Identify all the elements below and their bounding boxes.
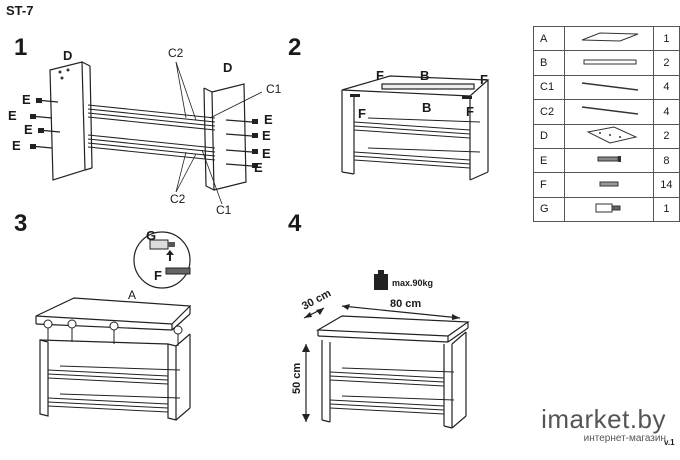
watermark: imarket.by интернет-магазин [541,404,666,444]
label-c1-top: C1 [266,82,282,96]
step-1-number: 1 [14,34,28,61]
parts-row-c1: C1 4 [532,74,680,101]
width-label: 80 cm [390,298,422,310]
parts-row-f: F 14 [532,172,680,198]
label-e-6: E [262,128,271,143]
model-code: ST-7 [6,3,34,18]
label-f-1: F [376,68,384,83]
step-2-diagram [341,75,490,181]
part-letter: C2 [532,99,566,125]
step-2-number: 2 [288,34,302,61]
step-3-number: 3 [14,210,28,237]
label-e-7: E [262,146,271,161]
side-panel-left [49,61,86,181]
part-qty: 4 [652,99,680,125]
part-letter: C1 [532,74,566,101]
label-f-2: F [480,72,488,87]
part-qty: 1 [652,196,680,223]
parts-row-b: B 2 [532,50,680,76]
step-1-diagram [29,61,263,205]
part-qty: 2 [652,123,680,149]
rod-icon [581,82,639,91]
max-load-label: max.90kg [392,278,434,288]
label-b-1: B [420,68,430,83]
label-c2-bottom: C2 [170,192,186,206]
label-e-2: E [8,108,17,123]
part-qty: 2 [652,50,680,76]
key-icon [595,203,621,213]
parts-row-c2: C2 4 [532,99,680,125]
side-panel-icon [586,126,638,144]
label-e-4: E [12,138,21,153]
weight-icon [374,274,388,290]
label-f-3: F [358,106,366,121]
watermark-sub: интернет-магазин [583,433,666,444]
part-letter: D [532,123,566,149]
height-label: 50 cm [291,362,303,394]
label-a: A [128,288,137,302]
step-3-diagram [35,231,192,421]
rod-icon [581,106,639,116]
label-f-4: F [466,104,474,119]
panel-icon [581,32,639,42]
label-g: G [146,228,157,243]
label-c1-bottom: C1 [216,203,232,217]
label-e-8: E [254,160,263,175]
screw-icon [597,156,621,163]
part-letter: E [532,147,566,174]
watermark-main: imarket.by [541,404,666,434]
label-e-3: E [24,122,33,137]
top-panel-a [35,297,192,325]
label-d-right: D [223,60,233,75]
dowel-icon [599,181,619,187]
part-qty: 4 [652,74,680,101]
part-letter: A [532,25,566,52]
part-qty: 8 [652,147,680,174]
parts-row-g: G 1 [532,196,680,223]
parts-row-e: E 8 [532,147,680,174]
step-4-diagram [302,270,470,429]
side-panel-right [211,83,247,191]
step-4-number: 4 [288,210,302,237]
part-letter: F [532,172,566,198]
label-e-5: E [264,112,273,127]
part-qty: 14 [652,172,680,198]
label-b-2: B [422,100,432,115]
label-d-left: D [63,48,73,63]
version-label: v.1 [664,438,675,447]
label-e-1: E [22,92,31,107]
parts-table: A 1 B 2 C1 4 C2 4 D 2 E 8 F 14 G 1 [532,25,680,223]
rail-icon [583,59,637,65]
part-letter: B [532,50,566,76]
part-qty: 1 [652,25,680,52]
part-letter: G [532,196,566,223]
label-f-detail: F [154,268,162,283]
label-c2-top: C2 [168,46,184,60]
parts-row-a: A 1 [532,25,680,52]
parts-row-d: D 2 [532,123,680,149]
